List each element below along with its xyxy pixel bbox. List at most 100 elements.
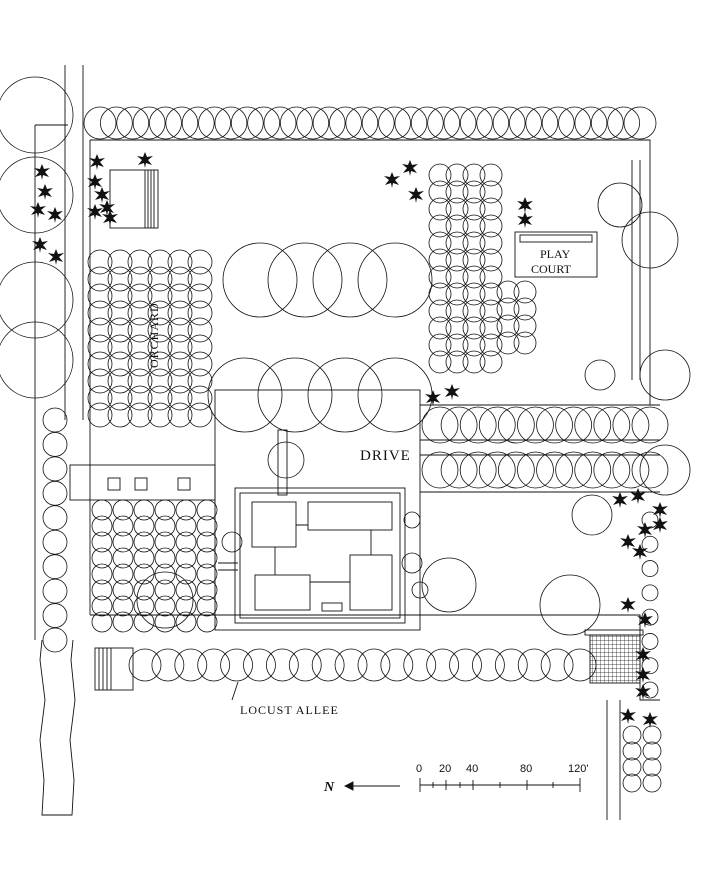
drive-road: [420, 404, 660, 493]
hedge-tree: [462, 248, 486, 272]
building-block: [254, 574, 311, 611]
orchard-tree: [127, 283, 153, 309]
allee-tree: [421, 406, 459, 444]
garden-plant: [133, 547, 155, 569]
garden-plant: [154, 579, 176, 601]
garden-plant: [112, 547, 134, 569]
hedge-tree: [428, 333, 452, 357]
conifer-tree: [425, 390, 441, 406]
orchard-tree: [167, 249, 193, 275]
hedge-tree: [132, 106, 166, 140]
hedge-tree: [479, 163, 503, 187]
orchard-tree: [187, 266, 213, 292]
hedge-tree: [214, 106, 248, 140]
gazebo: [589, 634, 641, 684]
hedge-tree: [496, 331, 520, 355]
hedge-tree: [496, 314, 520, 338]
street-shrub: [42, 407, 68, 433]
orchard-tree: [87, 317, 113, 343]
hedge-tree: [479, 282, 503, 306]
hedge-tree: [445, 180, 469, 204]
lawn-tree: [357, 357, 433, 433]
hedge-tree: [428, 265, 452, 289]
garden-plant: [112, 611, 134, 633]
orchard-tree: [127, 266, 153, 292]
conifer-tree: [652, 502, 668, 518]
garden-plant: [196, 499, 218, 521]
allee-tree: [459, 406, 497, 444]
hedge-tree: [230, 106, 264, 140]
allee-tree: [497, 406, 535, 444]
shrub: [622, 725, 642, 745]
building-block: [321, 602, 343, 612]
hedge-tree: [476, 106, 510, 140]
hedge-tree: [394, 106, 428, 140]
hedge-tree: [496, 297, 520, 321]
hedge-tree: [428, 248, 452, 272]
garden-plant: [91, 579, 113, 601]
conifer-tree: [637, 612, 653, 628]
hedge-tree: [558, 106, 591, 140]
orchard-tree: [127, 249, 153, 275]
orchard-tree: [147, 249, 173, 275]
locust-tree: [494, 648, 528, 682]
garden-plant: [196, 515, 218, 537]
allee-tree: [459, 451, 497, 489]
garden-plant: [154, 515, 176, 537]
allee-tree: [555, 406, 593, 444]
conifer-tree: [32, 237, 48, 253]
orchard-tree: [87, 283, 113, 309]
hedge-tree: [479, 197, 503, 221]
hedge-tree: [479, 316, 503, 340]
shrub: [622, 773, 642, 793]
locust-tree: [288, 648, 322, 682]
allee-tree: [497, 451, 535, 489]
hedge-tree: [479, 248, 503, 272]
shrub: [641, 535, 659, 553]
orchard-tree: [167, 317, 193, 343]
house-court: [214, 389, 421, 631]
conifer-tree: [30, 202, 46, 218]
orchard-tree: [167, 334, 193, 360]
hedge-tree: [329, 106, 362, 140]
garden-plant: [175, 531, 197, 553]
hedge-tree: [410, 106, 444, 140]
orchard-tree: [147, 351, 173, 377]
hedge-tree: [296, 106, 330, 140]
specimen-tree: [136, 571, 194, 629]
hedge-tree: [607, 106, 641, 140]
conifer-tree: [517, 212, 533, 228]
specimen-tree: [421, 557, 477, 613]
hedge-tree: [513, 297, 537, 321]
garden-plant: [196, 547, 218, 569]
orchard-tree: [187, 334, 213, 360]
hedge-tree: [479, 180, 503, 204]
orchard-tree: [107, 334, 133, 360]
allee-tree: [517, 451, 554, 489]
orchard-tree: [127, 402, 153, 428]
orchard-tree: [107, 249, 133, 275]
garden-plant: [154, 547, 176, 569]
allee-tree: [555, 451, 593, 489]
hedge-tree: [462, 299, 486, 323]
hedge-tree: [445, 214, 469, 238]
label-locust-allee: LOCUST ALLEE: [240, 703, 339, 717]
specimen-tree: [403, 511, 421, 529]
orchard-tree: [87, 249, 113, 275]
shrub: [622, 741, 642, 761]
specimen-tree: [401, 552, 423, 574]
lawn-tree: [267, 242, 343, 318]
hedge-tree: [279, 106, 313, 140]
scale-tick-20: 20: [439, 763, 451, 775]
garden-plant: [112, 499, 134, 521]
hedge-tree: [378, 106, 411, 140]
hedge-tree: [462, 231, 486, 255]
conifer-tree: [102, 210, 118, 226]
orchard-tree: [167, 300, 193, 326]
shrub: [642, 757, 662, 777]
specimen-tree: [584, 359, 616, 391]
orchard-tree: [127, 368, 153, 394]
label-drive: DRIVE: [360, 448, 411, 464]
locust-tree: [540, 648, 574, 682]
orchard-tree: [187, 385, 213, 411]
